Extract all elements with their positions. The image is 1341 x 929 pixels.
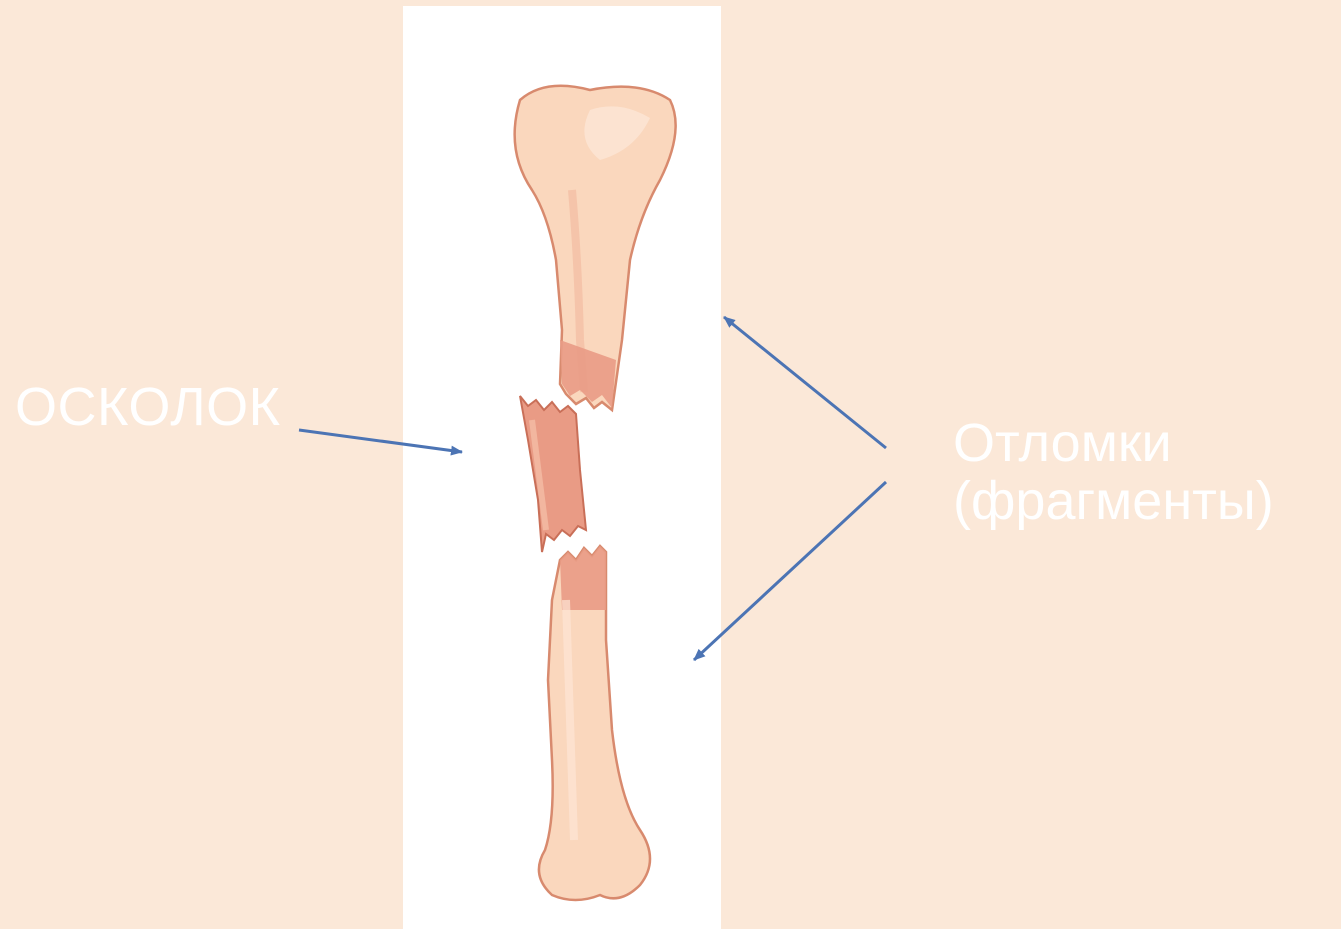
arrow-to-upper-fragment: [724, 317, 886, 448]
label-fragment-piece: ОСКОЛОК: [15, 378, 281, 436]
lower-bone-fragment: [539, 546, 650, 900]
label-fragments: Отломки (фрагменты): [953, 414, 1274, 531]
label-fragments-line1: Отломки: [953, 414, 1274, 472]
label-fragments-line2: (фрагменты): [953, 472, 1274, 530]
arrow-to-lower-fragment: [694, 482, 886, 660]
arrow-to-piece: [299, 430, 462, 452]
loose-bone-piece: [520, 396, 586, 552]
upper-bone-fragment: [515, 86, 676, 410]
